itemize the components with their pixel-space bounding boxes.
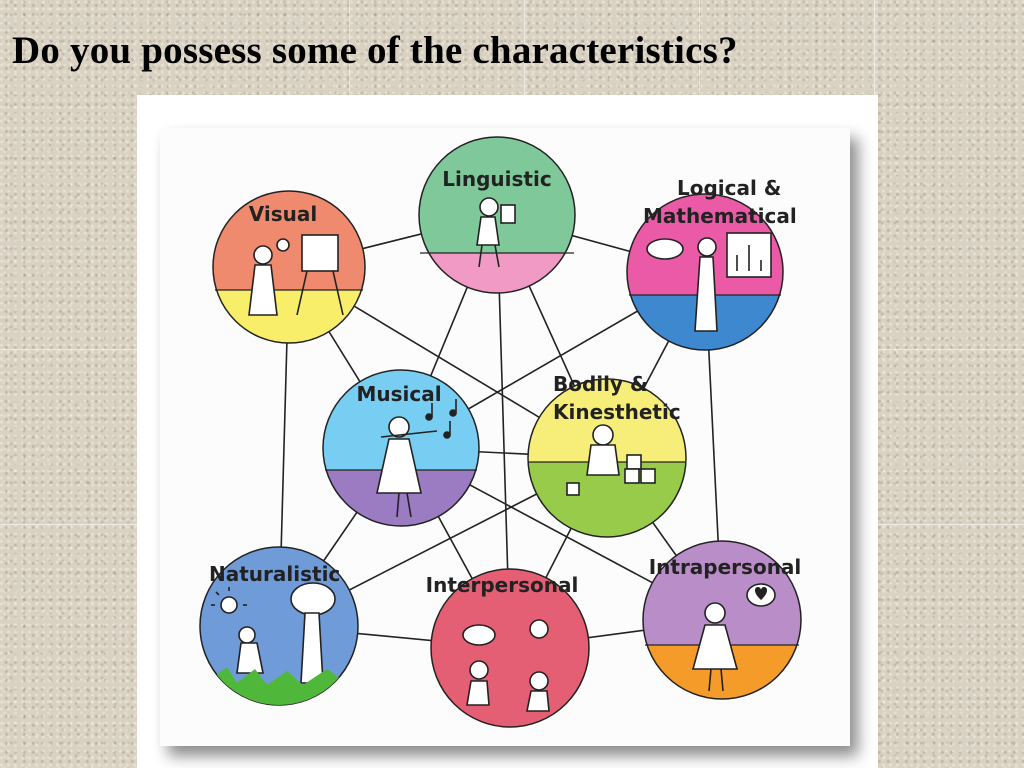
node-visual-label: Visual [249, 202, 317, 226]
talking-children-icon [462, 619, 550, 712]
heart-icon [754, 587, 768, 600]
node-bodily-label-line2: Kinesthetic [553, 400, 681, 424]
slide-title: Do you possess some of the characteristi… [12, 29, 738, 72]
reading-child-icon [476, 197, 516, 268]
music-notes-icon [425, 399, 457, 439]
sitting-child-icon [236, 626, 264, 674]
intelligences-diagram: Linguistic Visual [199, 136, 802, 728]
node-intrapersonal: Intrapersonal [642, 540, 802, 700]
painter-easel-icon [248, 234, 344, 316]
node-logical-mathematical: Logical & Mathematical [626, 176, 797, 351]
node-logical-label-line2: Mathematical [643, 204, 797, 228]
chart-presenter-icon [646, 232, 772, 332]
node-musical: Musical [322, 369, 480, 527]
node-linguistic: Linguistic [418, 136, 576, 294]
violin-child-icon [376, 416, 438, 518]
node-linguistic-label: Linguistic [442, 167, 551, 191]
node-bodily-kinesthetic: Bodily & Kinesthetic [527, 372, 687, 538]
sun-icon [211, 587, 247, 614]
node-intrapersonal-label: Intrapersonal [649, 555, 802, 579]
node-musical-label: Musical [356, 382, 441, 406]
node-logical-label-line1: Logical & [677, 176, 781, 200]
node-interpersonal-label: Interpersonal [426, 573, 579, 597]
node-naturalistic: Naturalistic [199, 546, 359, 706]
node-interpersonal: Interpersonal [426, 568, 590, 728]
node-bodily-label-line1: Bodily & [553, 372, 647, 396]
baby-blocks-icon [566, 424, 656, 496]
node-naturalistic-label: Naturalistic [209, 562, 340, 586]
tree-icon [290, 582, 336, 684]
node-visual: Visual [212, 190, 366, 344]
